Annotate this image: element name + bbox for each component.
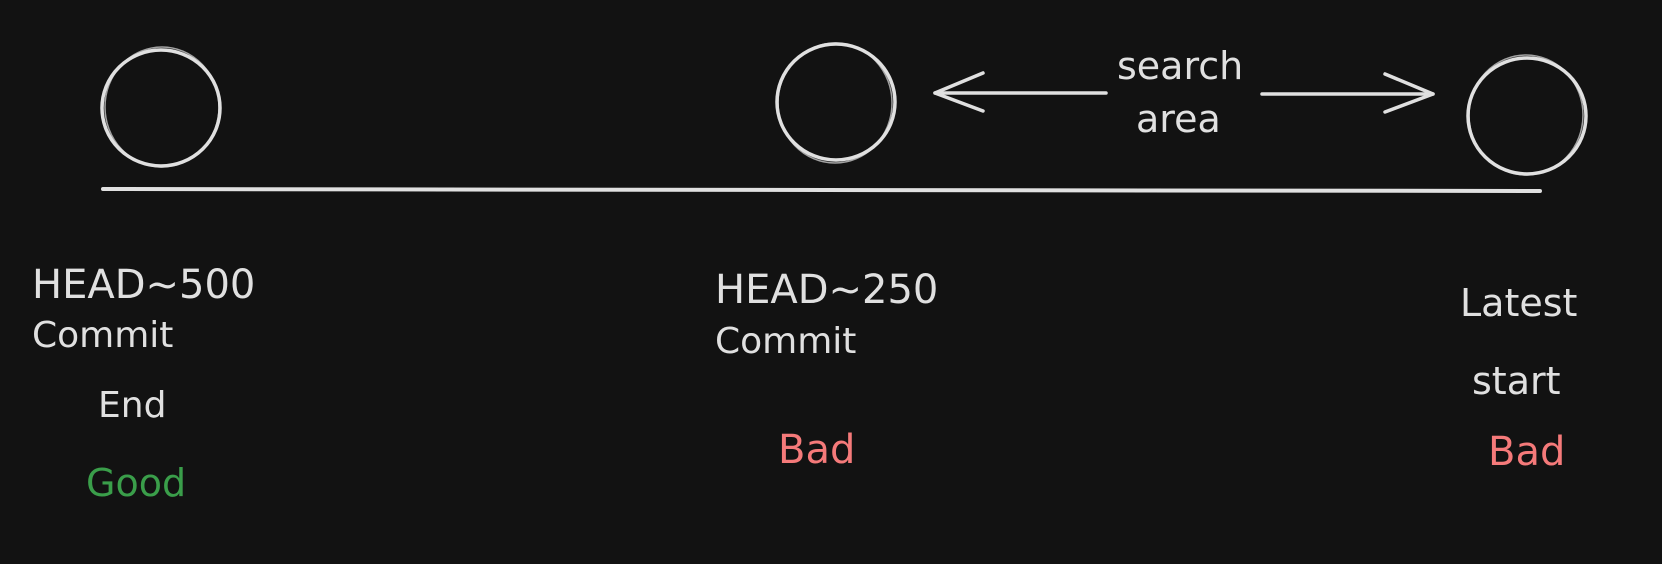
start-label: start — [1472, 359, 1561, 403]
commit-circle-head-250 — [775, 42, 897, 162]
bad-status-label: Bad — [1488, 429, 1566, 475]
good-status-label: Good — [86, 461, 187, 505]
search-arrow-right-head — [1383, 72, 1435, 114]
timeline-line — [101, 187, 1542, 193]
end-label: End — [98, 385, 167, 426]
commit-circle-latest-sketch — [1468, 54, 1584, 176]
commit-circle-head-250-sketch — [777, 42, 893, 164]
commit-ref-label: HEAD~250 — [715, 267, 939, 313]
search-area-label-line2: area — [1136, 97, 1221, 141]
commit-circle-head-500-sketch — [104, 46, 220, 168]
commit-word-label: Commit — [32, 315, 174, 356]
commit-ref-label: HEAD~500 — [32, 262, 256, 308]
bad-status-label: Bad — [778, 427, 856, 473]
search-arrow-left-head — [933, 71, 985, 113]
search-area-label-line1: search — [1117, 44, 1244, 88]
commit-circle-latest — [1466, 56, 1588, 176]
commit-circle-head-500 — [100, 48, 222, 168]
commit-word-label: Commit — [715, 321, 857, 362]
latest-label: Latest — [1460, 281, 1578, 325]
